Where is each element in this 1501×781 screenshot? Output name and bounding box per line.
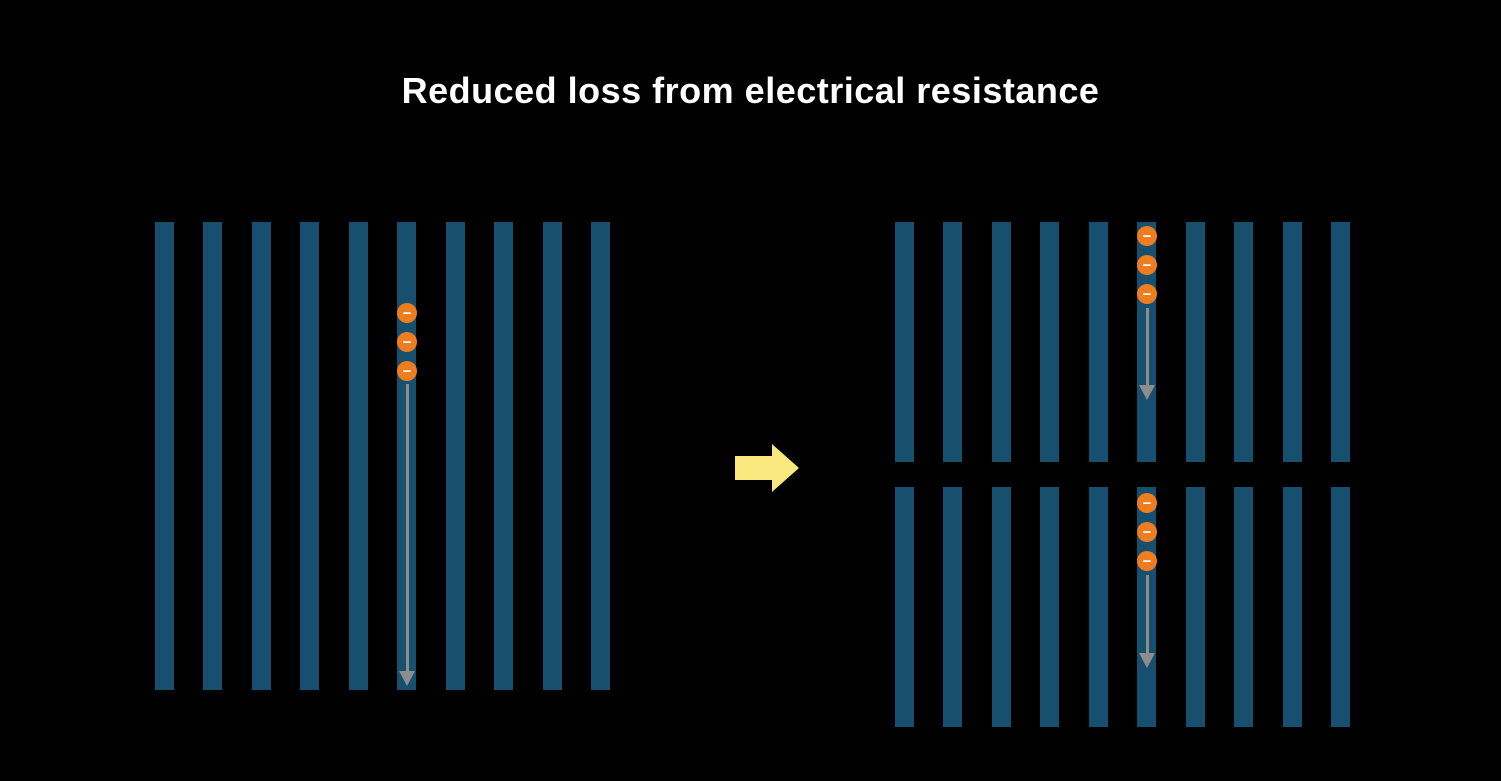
conductor-bar xyxy=(542,222,562,690)
conductor-bar xyxy=(251,222,271,690)
transition-arrow-shaft xyxy=(735,456,772,480)
left-bar-group xyxy=(155,222,610,690)
right-bottom-electron-column: − − − xyxy=(1137,493,1157,571)
conductor-bar xyxy=(203,222,223,690)
right-top-bar-group xyxy=(895,222,1350,462)
conductor-bar xyxy=(1234,222,1254,462)
conductor-bar xyxy=(494,222,514,690)
right-top-flow-arrow-icon xyxy=(1137,308,1157,400)
conductor-bar xyxy=(1330,222,1350,462)
electron-icon: − xyxy=(1137,255,1157,275)
conductor-bar xyxy=(895,487,914,727)
electron-icon: − xyxy=(1137,226,1157,246)
conductor-bar xyxy=(590,222,610,690)
conductor-bar xyxy=(445,222,465,690)
diagram-title: Reduced loss from electrical resistance xyxy=(401,70,1100,111)
conductor-bar xyxy=(1040,487,1060,727)
conductor-bar xyxy=(1185,487,1205,727)
arrow-line xyxy=(405,384,409,671)
right-bottom-flow-arrow-icon xyxy=(1137,575,1157,668)
electron-icon: − xyxy=(397,361,417,381)
left-flow-arrow-icon xyxy=(397,384,417,686)
electron-icon: − xyxy=(397,303,417,323)
conductor-bar xyxy=(1282,487,1302,727)
conductor-bar xyxy=(943,487,963,727)
conductor-bar xyxy=(1234,487,1254,727)
electron-icon: − xyxy=(1137,284,1157,304)
conductor-bar xyxy=(1088,222,1108,462)
right-top-electron-column: − − − xyxy=(1137,226,1157,304)
electron-icon: − xyxy=(1137,493,1157,513)
conductor-bar xyxy=(300,222,320,690)
arrow-head xyxy=(1139,385,1155,400)
transition-arrow-icon xyxy=(735,444,799,492)
conductor-bar xyxy=(943,222,963,462)
conductor-bar xyxy=(348,222,368,690)
electron-icon: − xyxy=(1137,551,1157,571)
conductor-bar xyxy=(1330,487,1350,727)
electron-icon: − xyxy=(397,332,417,352)
conductor-bar xyxy=(895,222,914,462)
conductor-bar xyxy=(1088,487,1108,727)
left-electron-column: − − − xyxy=(397,303,417,381)
conductor-bar xyxy=(155,222,174,690)
conductor-bar xyxy=(1040,222,1060,462)
transition-arrow-tip xyxy=(772,444,799,492)
conductor-bar xyxy=(1185,222,1205,462)
arrow-head xyxy=(1139,653,1155,668)
conductor-bar xyxy=(991,487,1011,727)
right-bottom-bar-group xyxy=(895,487,1350,727)
arrow-head xyxy=(399,671,415,686)
conductor-bar xyxy=(1282,222,1302,462)
arrow-line xyxy=(1145,308,1149,385)
electron-icon: − xyxy=(1137,522,1157,542)
conductor-bar xyxy=(991,222,1011,462)
arrow-line xyxy=(1145,575,1149,653)
